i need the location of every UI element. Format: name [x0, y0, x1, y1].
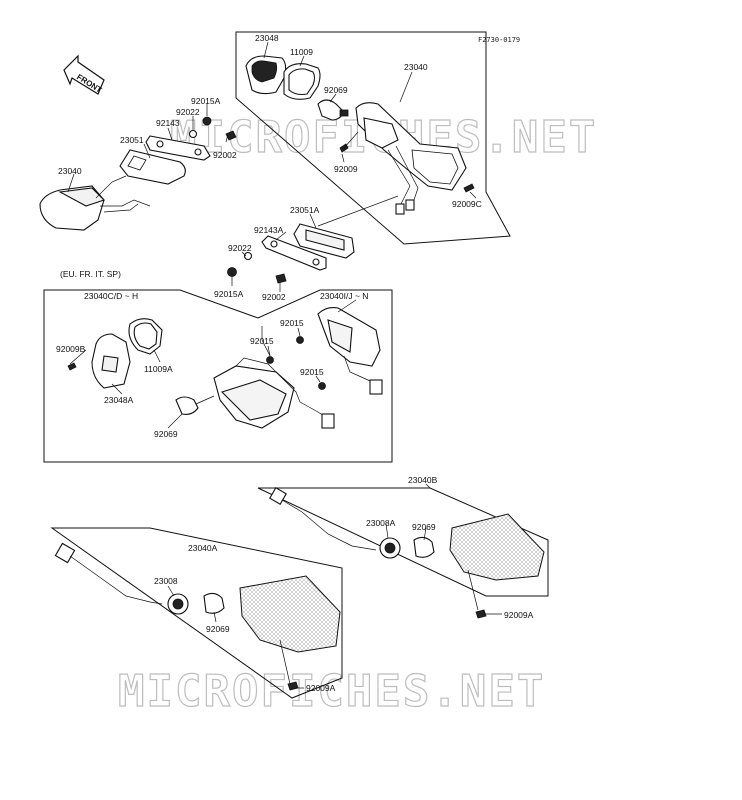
label-23040A: 23040A	[188, 543, 218, 553]
label-92009A-b: 92009A	[504, 610, 534, 620]
part-92015A-top-nut	[202, 116, 212, 126]
label-23051: 23051	[120, 135, 144, 145]
group-frame-23040B	[257, 487, 549, 597]
group-23040B	[257, 487, 549, 619]
label-23040B: 23040B	[408, 475, 438, 485]
drawing-code: F2730-0179	[478, 36, 520, 44]
leader-lines	[67, 41, 502, 689]
group-frame-top	[235, 31, 511, 245]
label-92015-c: 92015	[300, 367, 324, 377]
watermark-bottom: MICROFICHES.NET	[118, 666, 545, 717]
label-92069-a: 92069	[206, 624, 230, 634]
label-23040-left: 23040	[58, 166, 82, 176]
label-11009A: 11009A	[144, 364, 173, 374]
part-92022-top-washer	[188, 129, 198, 139]
label-23008A: 23008A	[366, 518, 396, 528]
group-frame-23040A	[50, 527, 343, 699]
region-note: (EU. FR. IT. SP)	[60, 269, 121, 279]
label-92015A-top: 92015A	[191, 96, 221, 106]
group-23040-top	[235, 31, 511, 245]
part-92143A	[261, 235, 327, 271]
label-23040IJN: 23040I/J ~ N	[320, 291, 368, 301]
part-92069-top	[317, 99, 349, 121]
label-92069-top: 92069	[324, 85, 348, 95]
label-92143A: 92143A	[254, 225, 284, 235]
label-92015-a: 92015	[280, 318, 304, 328]
part-92022-mid-washer	[243, 251, 253, 261]
part-23051A	[293, 223, 355, 259]
part-92002-top-bolt	[225, 130, 237, 141]
group-eu	[43, 289, 393, 463]
label-92002-top: 92002	[213, 150, 237, 160]
label-92002-mid: 92002	[262, 292, 286, 302]
part-23048	[245, 55, 287, 95]
front-arrow-icon: FRONT	[63, 54, 105, 95]
label-23040CDH: 23040C/D ~ H	[84, 291, 138, 301]
label-92009C: 92009C	[452, 199, 482, 209]
label-92009A-a: 92009A	[306, 683, 336, 693]
label-92009B: 92009B	[56, 344, 86, 354]
label-92069-b: 92069	[412, 522, 436, 532]
label-23048A: 23048A	[104, 395, 134, 405]
label-92143: 92143	[156, 118, 180, 128]
part-23040-top	[355, 102, 467, 215]
group-frame-eu	[43, 289, 393, 463]
part-92002-mid-bolt	[275, 273, 287, 284]
label-92069-mid: 92069	[154, 429, 178, 439]
group-23040-left	[39, 116, 237, 231]
label-23008: 23008	[154, 576, 178, 586]
label-23040-top: 23040	[404, 62, 428, 72]
part-92009C-screw	[463, 183, 475, 193]
label-92009: 92009	[334, 164, 358, 174]
group-23040A	[50, 527, 343, 699]
part-11009	[283, 63, 321, 100]
label-11009: 11009	[290, 47, 313, 57]
label-23048: 23048	[255, 33, 279, 43]
label-92015A-mid: 92015A	[214, 289, 244, 299]
label-92022-top: 92022	[176, 107, 200, 117]
part-labels: 23048 11009 23040 92069 92009 92009C 920…	[56, 33, 534, 693]
label-92022-mid: 92022	[228, 243, 252, 253]
label-92015-b: 92015	[250, 336, 274, 346]
label-23051A: 23051A	[290, 205, 320, 215]
